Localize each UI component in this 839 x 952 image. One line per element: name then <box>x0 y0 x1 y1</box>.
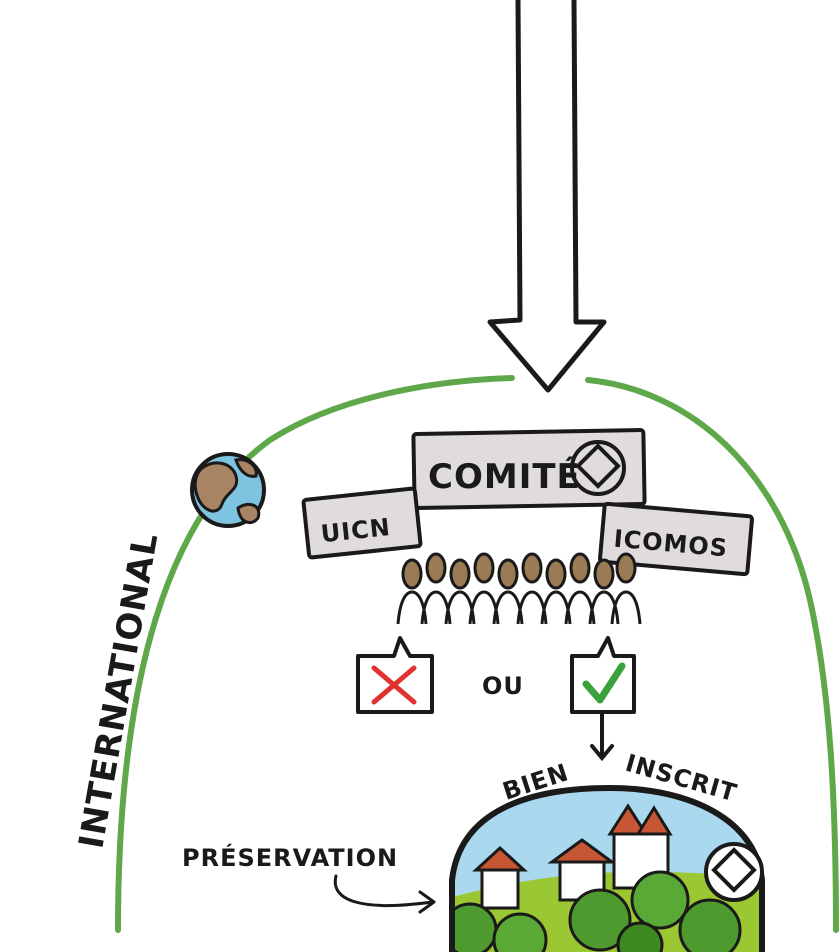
committee-member <box>468 552 500 625</box>
globe-icon <box>190 452 266 528</box>
uicn-sign: UICN <box>301 486 423 560</box>
curved-arrow-icon <box>333 874 436 914</box>
committee-sign: COMITÉ <box>411 428 647 510</box>
committee-member <box>564 552 596 625</box>
or-label: OU <box>482 672 524 700</box>
committee-member <box>610 552 642 625</box>
world-heritage-emblem-icon <box>704 842 764 902</box>
international-arc-right <box>585 377 839 933</box>
inscribed-property <box>449 784 765 952</box>
down-arrow-icon <box>487 0 607 393</box>
committee-members <box>396 552 642 625</box>
accept-bubble <box>570 636 636 762</box>
reject-bubble <box>356 636 434 714</box>
cross-icon <box>371 665 417 705</box>
preservation-label: PRÉSERVATION <box>182 843 398 872</box>
check-icon <box>582 662 626 704</box>
committee-member <box>588 558 620 625</box>
world-heritage-emblem-icon <box>570 440 626 496</box>
small-down-arrow-icon <box>590 712 614 762</box>
international-label: INTERNATIONAL <box>71 529 166 851</box>
committee-label: COMITÉ <box>428 456 581 497</box>
